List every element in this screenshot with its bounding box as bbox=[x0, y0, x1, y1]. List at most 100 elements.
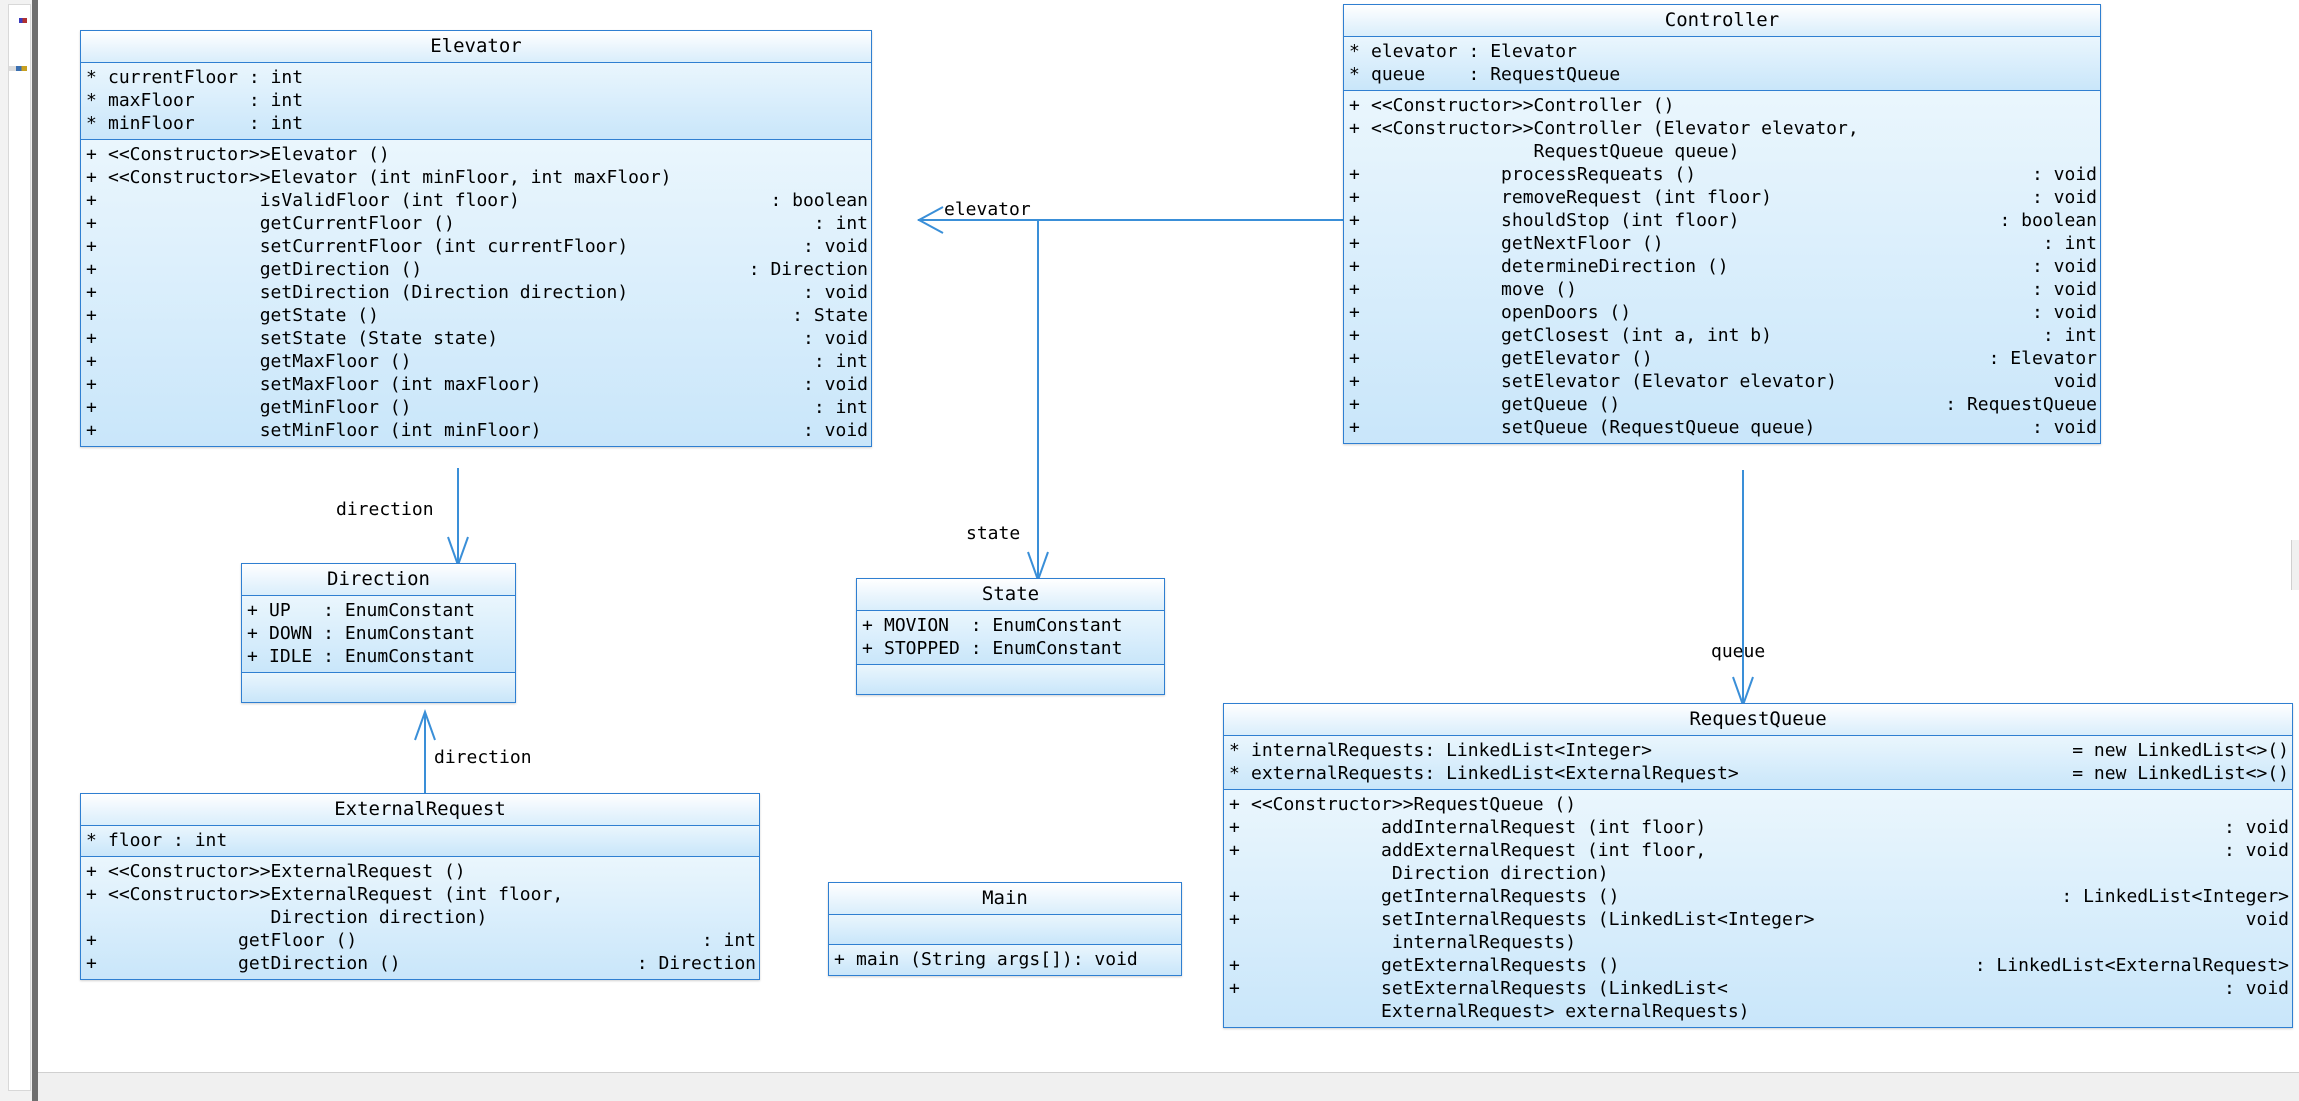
gutter-marker-2[interactable] bbox=[9, 66, 27, 71]
visibility-marker: + bbox=[1349, 325, 1360, 346]
class-title-state: State bbox=[857, 579, 1164, 611]
member-return-type: : void bbox=[2031, 302, 2097, 323]
member-signature: <<Constructor>>Elevator (int minFloor, i… bbox=[108, 167, 672, 188]
member-row: *currentFloor : int bbox=[81, 66, 871, 89]
member-return-type bbox=[2283, 931, 2289, 954]
member-row: RequestQueue queue) bbox=[1344, 140, 2100, 163]
member-return-type: : int bbox=[2042, 325, 2097, 346]
visibility-marker: + bbox=[86, 144, 97, 165]
member-return-type bbox=[750, 829, 756, 852]
visibility-marker: + bbox=[86, 861, 97, 882]
connectors-layer bbox=[414, 206, 1754, 795]
class-attributes-elevator: *currentFloor : int*maxFloor : int*minFl… bbox=[81, 63, 871, 140]
member-return-type: = new LinkedList<>() bbox=[2072, 740, 2289, 761]
member-signature: internalRequests) bbox=[1251, 932, 1577, 953]
visibility-marker: + bbox=[1229, 840, 1240, 861]
member-row: + getElevator (): Elevator bbox=[1344, 347, 2100, 370]
member-signature: DOWN : EnumConstant bbox=[269, 623, 475, 644]
member-return-type: : void bbox=[2223, 840, 2289, 861]
member-signature: getCurrentFloor () bbox=[108, 213, 455, 234]
member-return-type: : Direction bbox=[636, 953, 756, 974]
member-row: ExternalRequest> externalRequests) bbox=[1224, 1000, 2292, 1023]
member-return-type bbox=[862, 166, 868, 189]
member-return-type: : int bbox=[701, 930, 756, 951]
member-signature: getNextFloor () bbox=[1371, 233, 1664, 254]
class-attributes-external-request: *floor : int bbox=[81, 826, 759, 857]
visibility-marker: + bbox=[1349, 279, 1360, 300]
class-box-state[interactable]: State +MOVION : EnumConstant+STOPPED : E… bbox=[856, 578, 1165, 695]
class-box-main[interactable]: Main +main (String args[]): void bbox=[828, 882, 1182, 976]
class-methods-state bbox=[857, 665, 1164, 694]
member-return-type: : int bbox=[2042, 233, 2097, 254]
member-row: *minFloor : int bbox=[81, 112, 871, 135]
member-return-type bbox=[506, 599, 512, 622]
diagram-canvas[interactable]: elevator direction state direction queue… bbox=[38, 0, 2299, 1101]
member-signature: main (String args[]): void bbox=[856, 949, 1138, 970]
member-return-type bbox=[1172, 948, 1178, 971]
member-return-type bbox=[2091, 40, 2097, 63]
member-row: + setElevator (Elevator elevator)void bbox=[1344, 370, 2100, 393]
visibility-marker bbox=[1229, 862, 1251, 885]
member-signature: move () bbox=[1371, 279, 1577, 300]
member-row: + setInternalRequests (LinkedList<Intege… bbox=[1224, 908, 2292, 931]
member-row: *floor : int bbox=[81, 829, 759, 852]
member-signature: currentFloor : int bbox=[108, 67, 304, 88]
member-return-type: : LinkedList<Integer> bbox=[2061, 886, 2289, 907]
member-signature: <<Constructor>>ExternalRequest (int floo… bbox=[108, 884, 564, 905]
visibility-marker: + bbox=[1229, 955, 1240, 976]
visibility-marker: + bbox=[86, 930, 97, 951]
member-row: + setMaxFloor (int maxFloor): void bbox=[81, 373, 871, 396]
member-signature: openDoors () bbox=[1371, 302, 1632, 323]
right-scroll-edge[interactable] bbox=[2291, 540, 2299, 590]
member-return-type: : void bbox=[2031, 187, 2097, 208]
member-signature: minFloor : int bbox=[108, 113, 304, 134]
visibility-marker: + bbox=[1349, 118, 1360, 139]
member-signature: MOVION : EnumConstant bbox=[884, 615, 1123, 636]
member-row: *elevator : Elevator bbox=[1344, 40, 2100, 63]
edge-label-direction-top: direction bbox=[336, 499, 434, 520]
class-box-external-request[interactable]: ExternalRequest *floor : int +<<Construc… bbox=[80, 793, 760, 980]
member-return-type: : void bbox=[802, 420, 868, 441]
visibility-marker: + bbox=[86, 282, 97, 303]
member-return-type: : State bbox=[792, 305, 868, 326]
member-signature: IDLE : EnumConstant bbox=[269, 646, 475, 667]
member-signature: getQueue () bbox=[1371, 394, 1621, 415]
member-return-type bbox=[862, 112, 868, 135]
gutter-marker-1[interactable] bbox=[9, 18, 27, 23]
member-row: + shouldStop (int floor): boolean bbox=[1344, 209, 2100, 232]
member-return-type: : boolean bbox=[1999, 210, 2097, 231]
member-row: + move (): void bbox=[1344, 278, 2100, 301]
member-return-type: : void bbox=[2223, 978, 2289, 999]
visibility-marker: + bbox=[86, 190, 97, 211]
member-signature: <<Constructor>>Controller () bbox=[1371, 95, 1675, 116]
member-return-type bbox=[1155, 614, 1161, 637]
member-return-type bbox=[2091, 117, 2097, 140]
member-return-type: : void bbox=[2031, 164, 2097, 185]
member-row: +DOWN : EnumConstant bbox=[242, 622, 515, 645]
member-signature: setElevator (Elevator elevator) bbox=[1371, 371, 1837, 392]
class-methods-elevator: +<<Constructor>>Elevator ()+<<Constructo… bbox=[81, 140, 871, 446]
member-return-type bbox=[2091, 140, 2097, 163]
member-return-type: : LinkedList<ExternalRequest> bbox=[1974, 955, 2289, 976]
member-row: Direction direction) bbox=[1224, 862, 2292, 885]
member-signature: addInternalRequest (int floor) bbox=[1251, 817, 1707, 838]
class-box-elevator[interactable]: Elevator *currentFloor : int*maxFloor : … bbox=[80, 30, 872, 447]
class-box-request-queue[interactable]: RequestQueue *internalRequests: LinkedLi… bbox=[1223, 703, 2293, 1028]
visibility-marker: + bbox=[862, 638, 873, 659]
class-title-main: Main bbox=[829, 883, 1181, 915]
class-box-direction[interactable]: Direction +UP : EnumConstant+DOWN : Enum… bbox=[241, 563, 516, 703]
member-row: + addInternalRequest (int floor): void bbox=[1224, 816, 2292, 839]
visibility-marker: + bbox=[1229, 817, 1240, 838]
member-signature: Direction direction) bbox=[108, 907, 488, 928]
member-row: *externalRequests: LinkedList<ExternalRe… bbox=[1224, 762, 2292, 785]
member-row: + setState (State state): void bbox=[81, 327, 871, 350]
edge-label-elevator: elevator bbox=[944, 199, 1031, 220]
visibility-marker: + bbox=[1229, 909, 1240, 930]
visibility-marker: + bbox=[1349, 233, 1360, 254]
editor-gutter bbox=[0, 0, 38, 1101]
member-row: + getNextFloor () : int bbox=[1344, 232, 2100, 255]
class-box-controller[interactable]: Controller *elevator : Elevator*queue : … bbox=[1343, 4, 2101, 444]
member-return-type bbox=[862, 143, 868, 166]
visibility-marker: + bbox=[1349, 371, 1360, 392]
visibility-marker: + bbox=[86, 374, 97, 395]
